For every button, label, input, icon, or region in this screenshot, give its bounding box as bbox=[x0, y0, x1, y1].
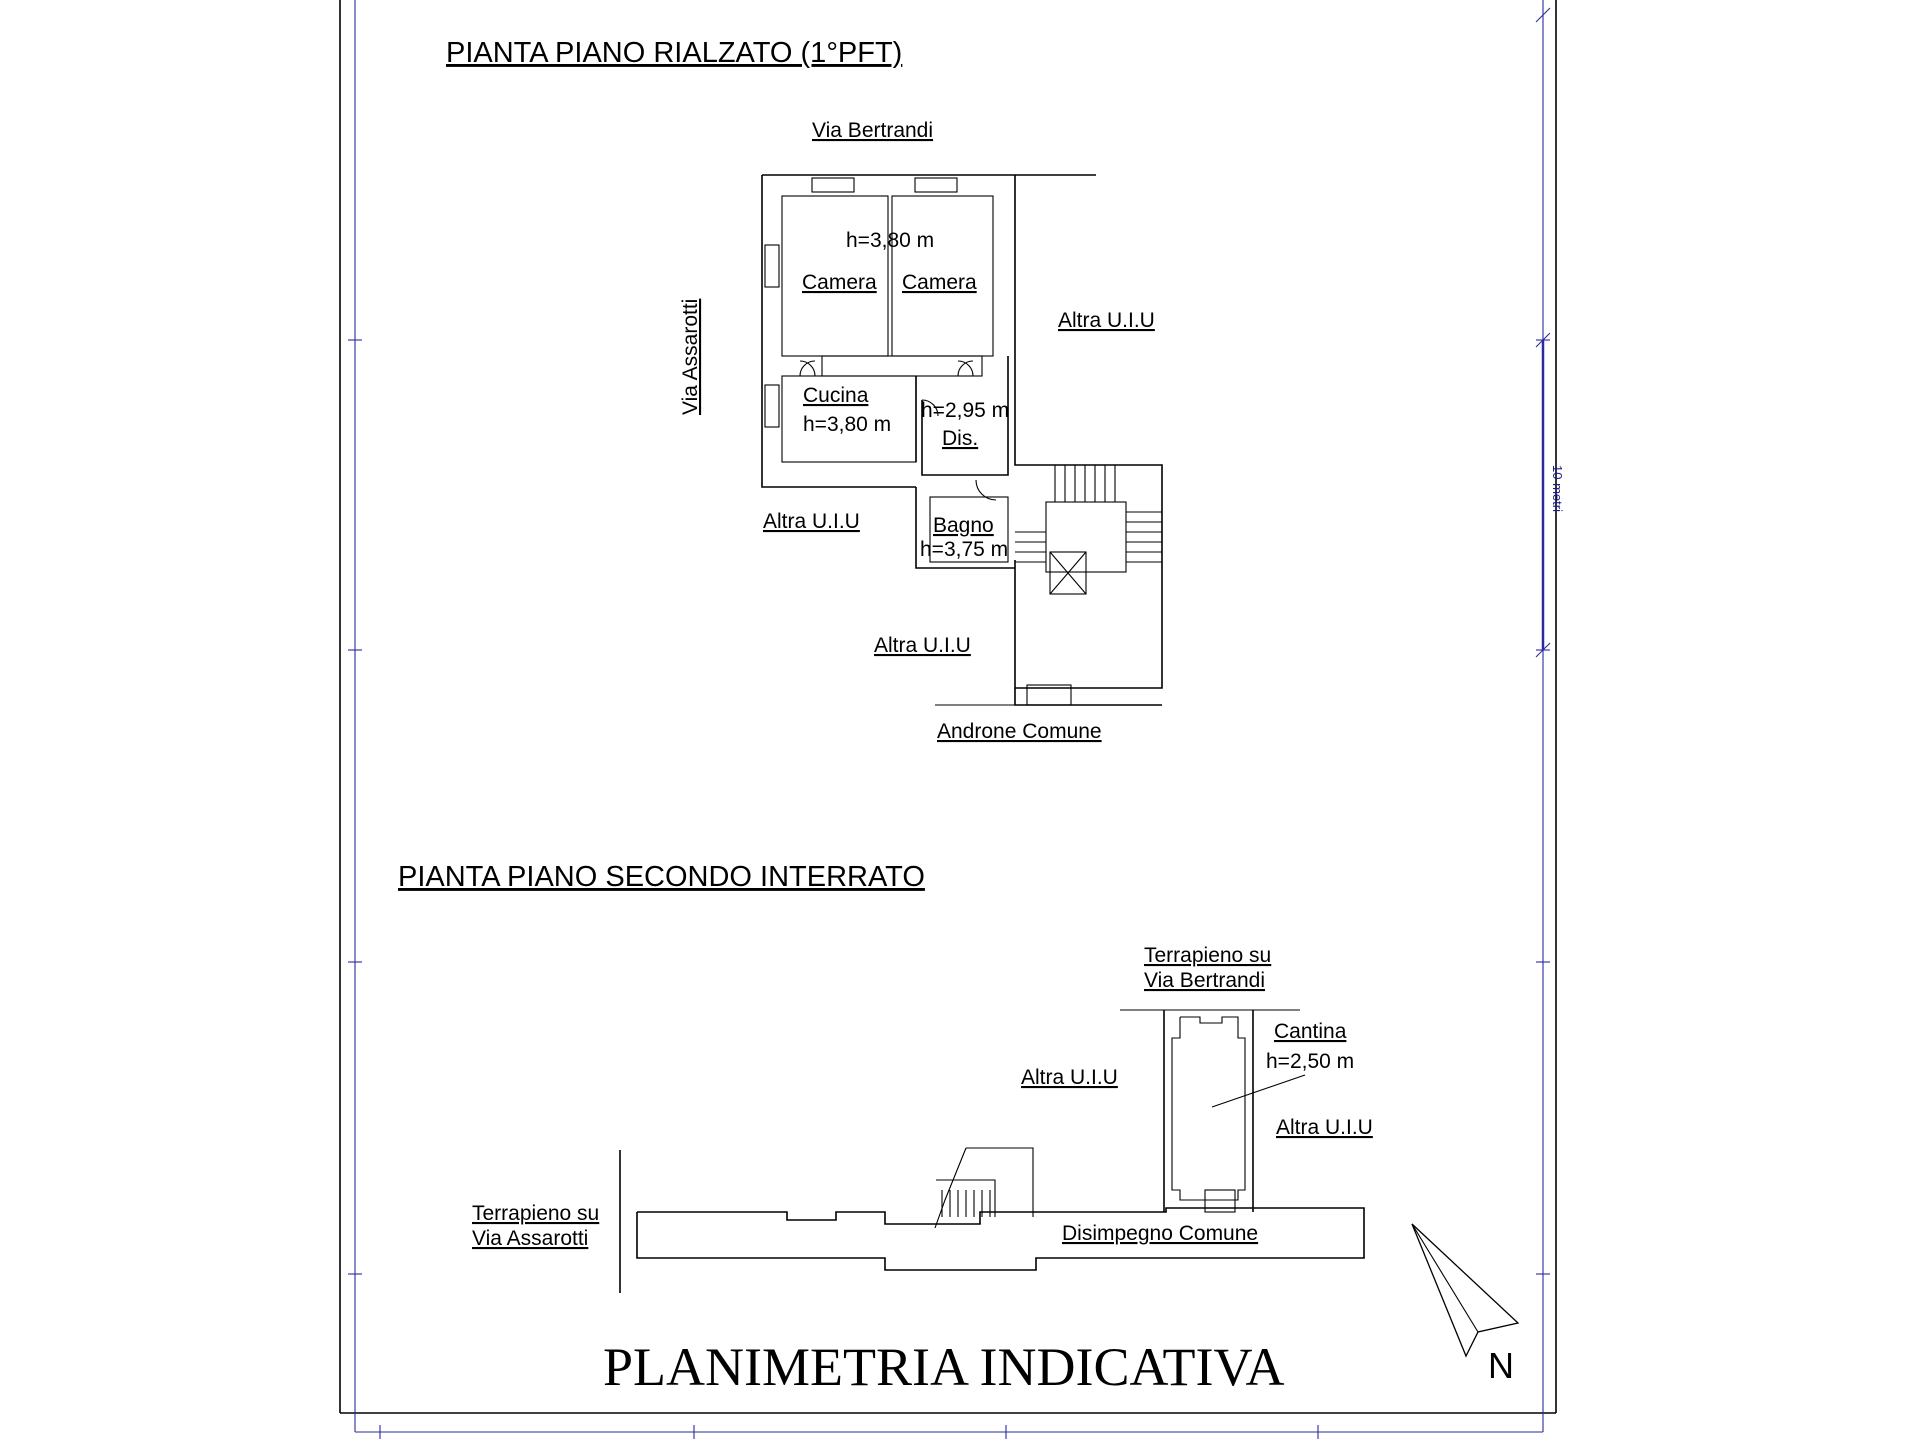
scale-bar: 10 metri bbox=[1535, 332, 1565, 658]
street-via-bertrandi: Via Bertrandi bbox=[812, 119, 933, 142]
neighbor-label-lower-east: Altra U.I.U bbox=[1276, 1116, 1373, 1139]
camera-1-label: Camera bbox=[802, 271, 877, 294]
scale-label: 10 metri bbox=[1550, 465, 1565, 512]
neighbor-label-east: Altra U.I.U bbox=[1058, 309, 1155, 332]
camera-2-label: Camera bbox=[902, 271, 977, 294]
terrapieno-west-line-2: Via Assarotti bbox=[472, 1227, 588, 1250]
terrapieno-north-line-1: Terrapieno su bbox=[1144, 944, 1271, 967]
upper-plan-title: PIANTA PIANO RIALZATO (1°PFT) bbox=[446, 37, 902, 69]
cucina-height-label: h=3,80 m bbox=[803, 413, 891, 436]
lower-plan-walls bbox=[619, 1009, 1365, 1293]
terrapieno-north-line-2: Via Bertrandi bbox=[1144, 969, 1265, 992]
north-label: N bbox=[1488, 1345, 1514, 1386]
camera-height-label: h=3,80 m bbox=[846, 229, 934, 252]
disimpegno-comune-label: Disimpegno Comune bbox=[1062, 1222, 1258, 1245]
terrapieno-west-line-1: Terrapieno su bbox=[472, 1202, 599, 1225]
neighbor-label-lower-center: Altra U.I.U bbox=[1021, 1066, 1118, 1089]
androne-comune-label: Androne Comune bbox=[937, 720, 1102, 743]
upper-plan-labels: h=3,80 m Camera Camera Cucina h=3,80 m h… bbox=[763, 229, 1155, 743]
sheet-frame bbox=[339, 0, 1557, 1439]
sheet-title: PLANIMETRIA INDICATIVA bbox=[603, 1337, 1285, 1397]
neighbor-label-west: Altra U.I.U bbox=[763, 510, 860, 533]
neighbor-label-south: Altra U.I.U bbox=[874, 634, 971, 657]
cantina-label: Cantina bbox=[1274, 1020, 1347, 1043]
lower-plan-labels: Terrapieno su Via Bertrandi Cantina h=2,… bbox=[472, 944, 1373, 1250]
upper-plan-walls bbox=[761, 174, 1163, 706]
bagno-height-label: h=3,75 m bbox=[920, 538, 1008, 561]
lower-plan-title: PIANTA PIANO SECONDO INTERRATO bbox=[398, 861, 925, 893]
north-arrow-icon bbox=[1411, 1223, 1520, 1358]
cucina-label: Cucina bbox=[803, 384, 869, 407]
street-via-assarotti: Via Assarotti bbox=[679, 299, 702, 415]
cantina-height-label: h=2,50 m bbox=[1266, 1050, 1354, 1073]
bagno-label: Bagno bbox=[933, 514, 994, 537]
dis-height-label: h=2,95 m bbox=[921, 399, 1009, 422]
dis-label: Dis. bbox=[942, 427, 978, 450]
